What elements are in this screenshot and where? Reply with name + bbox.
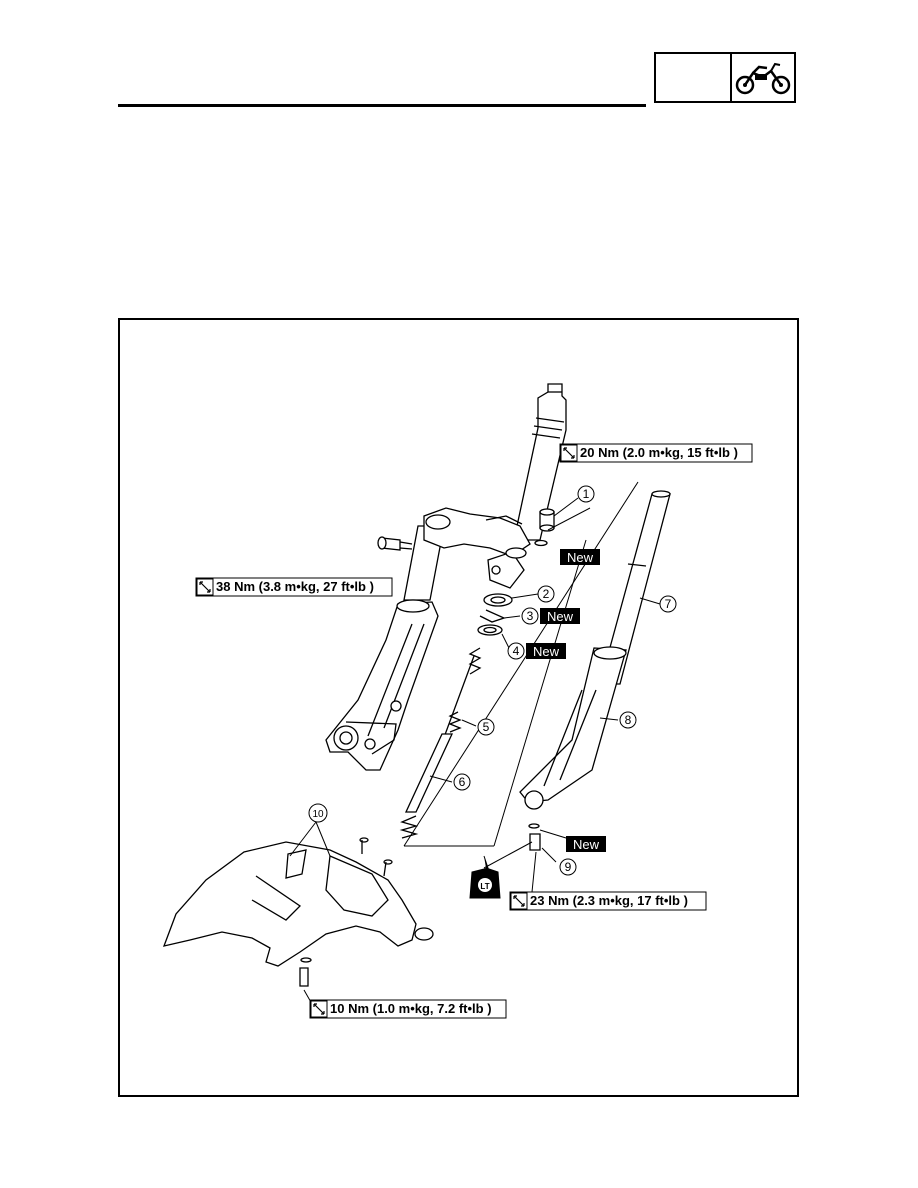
- header-blank-cell: [656, 54, 732, 101]
- header-tab-box: [654, 52, 796, 103]
- locking-agent-label: LT: [480, 882, 489, 891]
- callout-8-label: 8: [625, 713, 632, 727]
- callout-5: 5: [477, 718, 495, 736]
- torque-spec-cap-bolt-text: 20 Nm (2.0 m•kg, 15 ft•lb ): [580, 445, 738, 460]
- front-fender: [162, 837, 434, 987]
- svg-text:New: New: [533, 644, 560, 659]
- callout-6-label: 6: [459, 775, 466, 789]
- callout-5-label: 5: [483, 720, 490, 734]
- new-badge-oil-seal: New: [526, 643, 566, 659]
- locking-agent-icon: LT: [469, 855, 501, 899]
- callout-10: 10: [308, 803, 328, 823]
- header-icon-cell: [732, 54, 794, 101]
- callout-4: 4: [507, 642, 525, 660]
- fork-internals: [399, 490, 671, 851]
- torque-spec-drain-bolt: 23 Nm (2.3 m•kg, 17 ft•lb ): [509, 891, 707, 911]
- assembly-lines: [403, 481, 639, 847]
- callout-9: 9: [559, 858, 577, 876]
- torque-spec-pinch-bolt-text: 38 Nm (3.8 m•kg, 27 ft•lb ): [216, 579, 374, 594]
- left-fork-assembly: [325, 383, 567, 771]
- callout-7-label: 7: [665, 597, 672, 611]
- header-rule: [118, 104, 646, 107]
- svg-text:New: New: [573, 837, 600, 852]
- svg-text:New: New: [547, 609, 574, 624]
- callout-3: 3: [521, 607, 539, 625]
- diagram-frame: [118, 318, 799, 1097]
- callout-9-label: 9: [565, 860, 572, 874]
- callout-8: 8: [619, 711, 637, 729]
- torque-spec-drain-bolt-text: 23 Nm (2.3 m•kg, 17 ft•lb ): [530, 893, 688, 908]
- callout-7: 7: [659, 595, 677, 613]
- callout-1-label: 1: [583, 487, 590, 501]
- torque-spec-fender-bolt: 10 Nm (1.0 m•kg, 7.2 ft•lb ): [309, 999, 507, 1019]
- callout-10-label: 10: [312, 809, 324, 820]
- callout-1: 1: [577, 485, 595, 503]
- new-badge-oring: New: [560, 549, 600, 565]
- callout-2-label: 2: [543, 587, 550, 601]
- leader-lines: [289, 497, 661, 1005]
- torque-spec-fender-bolt-text: 10 Nm (1.0 m•kg, 7.2 ft•lb ): [330, 1001, 492, 1016]
- callout-3-label: 3: [527, 609, 534, 623]
- new-badge-gasket: New: [566, 836, 606, 852]
- svg-text:New: New: [567, 550, 594, 565]
- callout-6: 6: [453, 773, 471, 791]
- callout-2: 2: [537, 585, 555, 603]
- motorcycle-icon: [735, 62, 791, 94]
- new-badge-circlip: New: [540, 608, 580, 624]
- callout-4-label: 4: [513, 644, 520, 658]
- torque-spec-pinch-bolt: 38 Nm (3.8 m•kg, 27 ft•lb ): [195, 577, 393, 597]
- torque-spec-cap-bolt: 20 Nm (2.0 m•kg, 15 ft•lb ): [559, 443, 753, 463]
